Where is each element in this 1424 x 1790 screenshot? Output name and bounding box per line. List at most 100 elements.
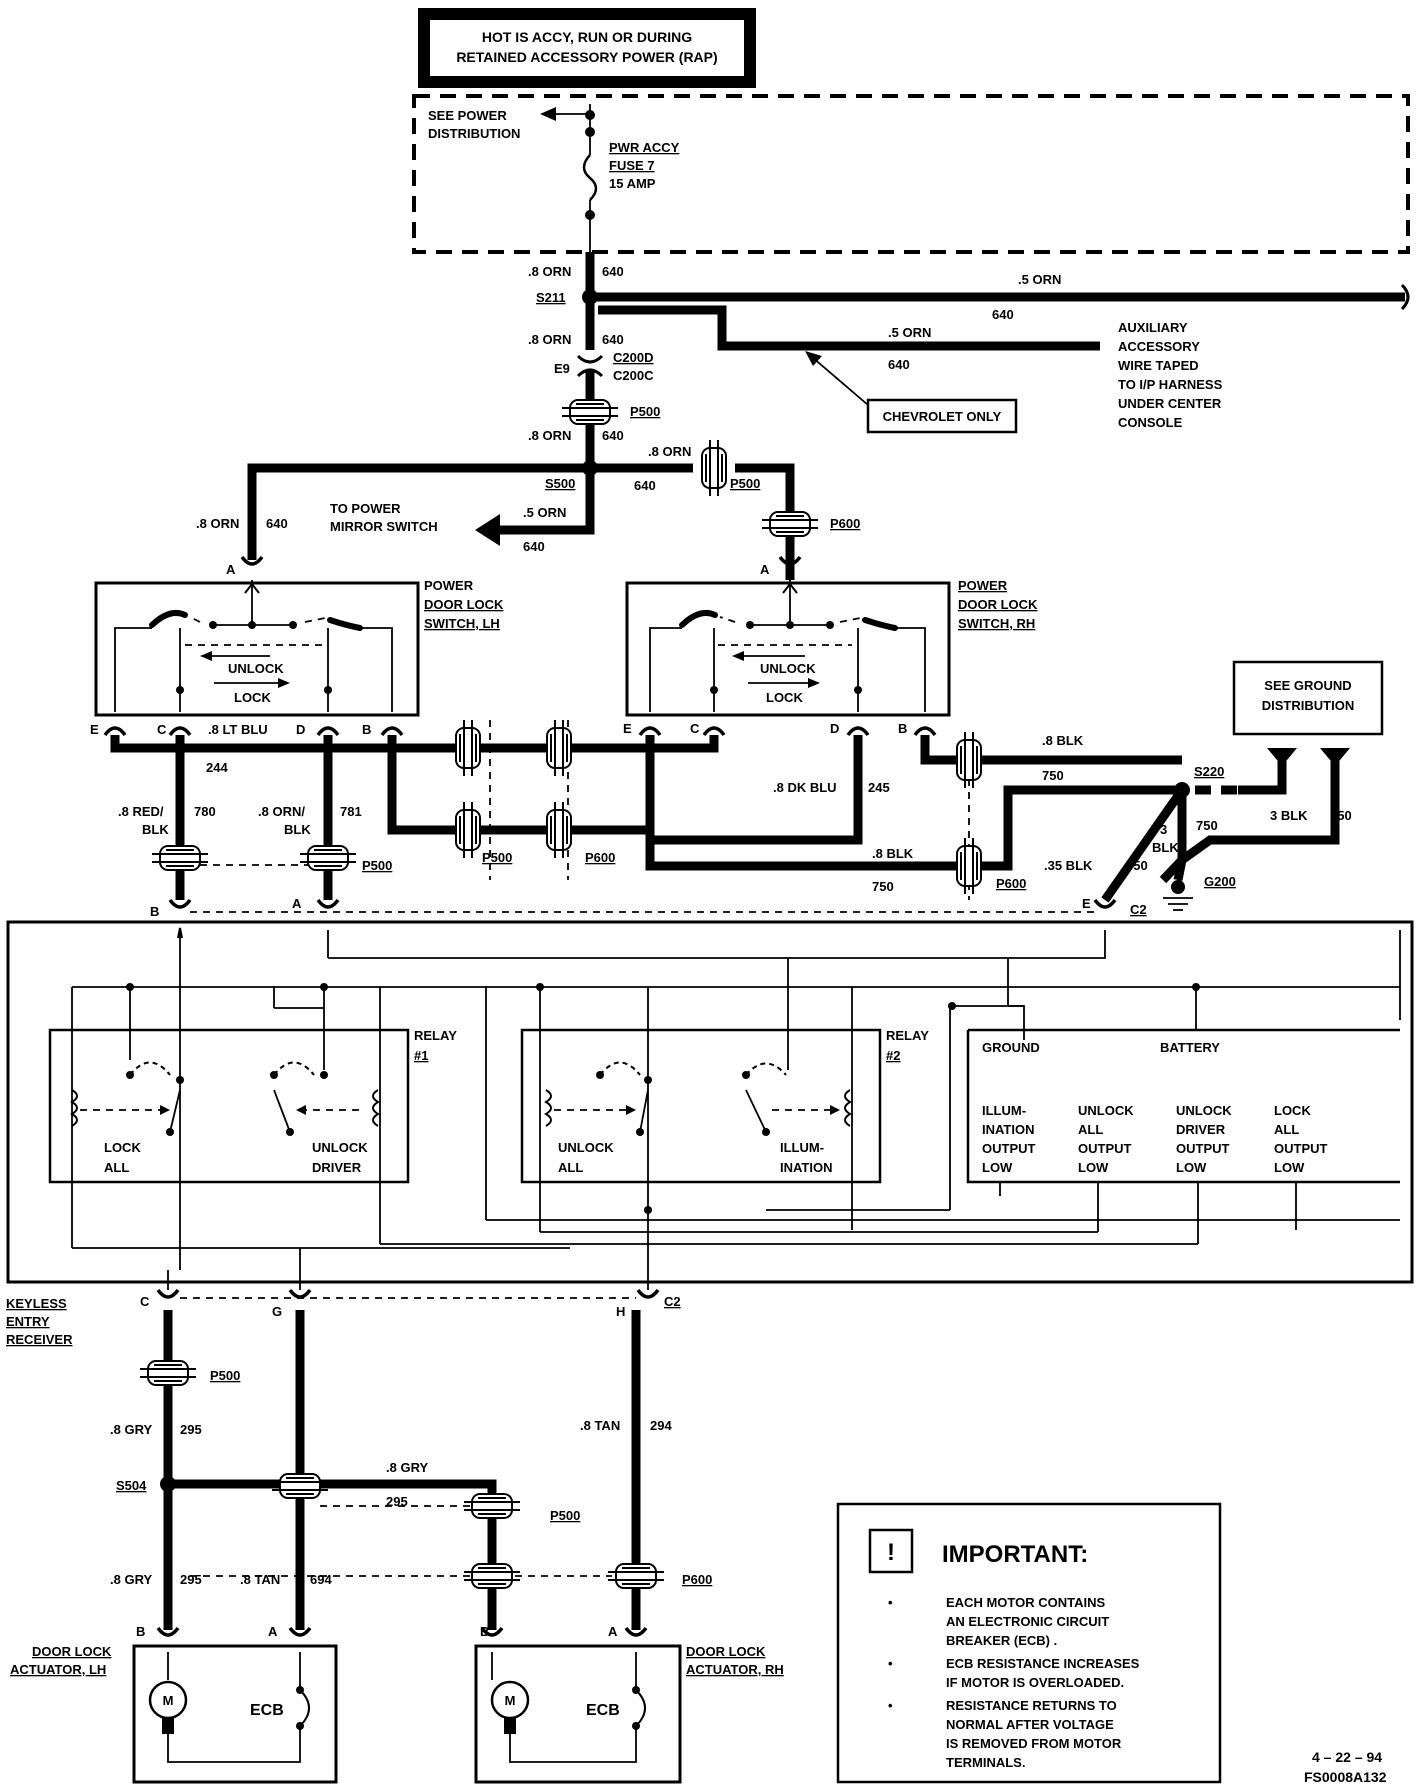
svg-text:C200D: C200D bbox=[613, 350, 653, 365]
svg-text:LOCK: LOCK bbox=[234, 690, 271, 705]
svg-text:TO I/P HARNESS: TO I/P HARNESS bbox=[1118, 377, 1223, 392]
svg-text:G: G bbox=[272, 1304, 282, 1319]
connector-p600-rh-actuator-2 bbox=[607, 1563, 665, 1589]
lower-wire-labels: P500 .8 GRY 295 .8 TAN 294 .8 GRY 295 S5… bbox=[110, 1368, 712, 1587]
svg-text:LOW: LOW bbox=[982, 1160, 1013, 1175]
svg-text:DRIVER: DRIVER bbox=[1176, 1122, 1226, 1137]
svg-text:.8 LT BLU: .8 LT BLU bbox=[208, 722, 268, 737]
ground-section: SEE GROUND DISTRIBUTION bbox=[1159, 660, 1384, 911]
svg-text:OUTPUT: OUTPUT bbox=[1274, 1141, 1328, 1156]
svg-text:.8 ORN: .8 ORN bbox=[528, 332, 571, 347]
svg-text:C2: C2 bbox=[1130, 902, 1147, 917]
svg-text:TO POWER: TO POWER bbox=[330, 501, 401, 516]
svg-text:295: 295 bbox=[180, 1422, 202, 1437]
svg-text:BATTERY: BATTERY bbox=[1160, 1040, 1220, 1055]
svg-text:UNLOCK: UNLOCK bbox=[312, 1140, 368, 1155]
connector-p500-694 bbox=[271, 1473, 329, 1499]
svg-text:A: A bbox=[760, 562, 770, 577]
svg-text:NORMAL AFTER VOLTAGE: NORMAL AFTER VOLTAGE bbox=[946, 1717, 1114, 1732]
svg-text:#2: #2 bbox=[886, 1048, 900, 1063]
svg-text:ECB: ECB bbox=[250, 1702, 284, 1719]
connector-p600-rh-actuator-1 bbox=[463, 1563, 521, 1589]
svg-text:.8 TAN: .8 TAN bbox=[580, 1418, 620, 1433]
svg-text:750: 750 bbox=[1196, 818, 1218, 833]
svg-text:S504: S504 bbox=[116, 1478, 147, 1493]
svg-text:UNLOCK: UNLOCK bbox=[558, 1140, 614, 1155]
svg-text:M: M bbox=[505, 1693, 516, 1708]
connector-p600-ground bbox=[956, 837, 982, 895]
svg-text:P500: P500 bbox=[730, 476, 760, 491]
svg-text:S211: S211 bbox=[536, 290, 566, 305]
svg-text:•: • bbox=[888, 1656, 893, 1671]
svg-text:294: 294 bbox=[650, 1418, 672, 1433]
svg-text:LOW: LOW bbox=[1078, 1160, 1109, 1175]
svg-text:•: • bbox=[888, 1698, 893, 1713]
relay-1: RELAY #1 LOCK ALL UNLOCK DRIVER bbox=[48, 1028, 457, 1184]
svg-text:ILLUM-: ILLUM- bbox=[780, 1140, 824, 1155]
svg-text:INATION: INATION bbox=[780, 1160, 832, 1175]
svg-text:.8 GRY: .8 GRY bbox=[110, 1422, 152, 1437]
footer: 4 – 22 – 94 FS0008A132 bbox=[1304, 1749, 1387, 1785]
svg-text:295: 295 bbox=[180, 1572, 202, 1587]
connector-p500-rh-actuator bbox=[463, 1493, 521, 1519]
fuse-7: PWR ACCY FUSE 7 15 AMP bbox=[582, 104, 680, 252]
svg-text:DRIVER: DRIVER bbox=[312, 1160, 362, 1175]
relay-2: RELAY #2 UNLOCK ALL ILLUM- INATION bbox=[520, 1028, 929, 1184]
svg-text:E: E bbox=[90, 722, 99, 737]
svg-text:780: 780 bbox=[194, 804, 216, 819]
mirror-arrow bbox=[475, 514, 500, 546]
svg-text:P500: P500 bbox=[550, 1508, 580, 1523]
svg-text:CONSOLE: CONSOLE bbox=[1118, 415, 1183, 430]
svg-text:ECB RESISTANCE INCREASES: ECB RESISTANCE INCREASES bbox=[946, 1656, 1140, 1671]
svg-text:IS REMOVED FROM MOTOR: IS REMOVED FROM MOTOR bbox=[946, 1736, 1122, 1751]
svg-text:C: C bbox=[140, 1294, 150, 1309]
svg-text:ACTUATOR, LH: ACTUATOR, LH bbox=[10, 1662, 106, 1677]
connector-p500-780 bbox=[151, 845, 209, 871]
svg-text:640: 640 bbox=[266, 516, 288, 531]
svg-text:LOCK: LOCK bbox=[766, 690, 803, 705]
svg-text:295: 295 bbox=[386, 1494, 408, 1509]
svg-text:DOOR LOCK: DOOR LOCK bbox=[424, 597, 504, 612]
switch-interconnect-wires bbox=[110, 720, 1186, 913]
svg-text:3 BLK: 3 BLK bbox=[1270, 808, 1308, 823]
svg-text:#1: #1 bbox=[414, 1048, 428, 1063]
header-line-1: HOT IS ACCY, RUN OR DURING bbox=[482, 29, 692, 45]
svg-text:P500: P500 bbox=[482, 850, 512, 865]
svg-text:G200: G200 bbox=[1204, 874, 1236, 889]
svg-text:P600: P600 bbox=[585, 850, 615, 865]
svg-text:RELAY: RELAY bbox=[414, 1028, 457, 1043]
door-lock-actuator-lh: DOOR LOCK ACTUATOR, LH M ECB bbox=[10, 1644, 338, 1784]
svg-text:DISTRIBUTION: DISTRIBUTION bbox=[428, 126, 520, 141]
svg-text:ENTRY: ENTRY bbox=[6, 1314, 50, 1329]
svg-text:A: A bbox=[226, 562, 236, 577]
svg-text:EACH MOTOR CONTAINS: EACH MOTOR CONTAINS bbox=[946, 1595, 1105, 1610]
svg-text:RELAY: RELAY bbox=[886, 1028, 929, 1043]
svg-text:.8 BLK: .8 BLK bbox=[872, 846, 914, 861]
splice-s211 bbox=[582, 289, 598, 305]
switch-pins: E C D B E C D B bbox=[90, 721, 937, 737]
svg-text:ALL: ALL bbox=[1078, 1122, 1103, 1137]
important-title: IMPORTANT: bbox=[942, 1541, 1088, 1568]
svg-text:ALL: ALL bbox=[1274, 1122, 1299, 1137]
receiver-lower-pins: C G H C2 bbox=[140, 1270, 681, 1319]
svg-text:.8 ORN: .8 ORN bbox=[528, 428, 571, 443]
fuse-label-3: 15 AMP bbox=[609, 176, 656, 191]
svg-text:640: 640 bbox=[602, 264, 624, 279]
svg-text:3: 3 bbox=[1160, 822, 1167, 837]
feed-labels: .8 ORN 640 S211 .5 ORN 640 .5 ORN 640 .8… bbox=[196, 264, 1061, 554]
svg-text:OUTPUT: OUTPUT bbox=[982, 1141, 1036, 1156]
svg-text:.8 GRY: .8 GRY bbox=[110, 1572, 152, 1587]
chevrolet-only-callout: CHEVROLET ONLY bbox=[805, 351, 1018, 434]
receiver-upper-pins: B A E bbox=[150, 896, 1117, 919]
svg-text:LOCK: LOCK bbox=[104, 1140, 141, 1155]
fuse-label-1: PWR ACCY bbox=[609, 140, 680, 155]
fuse-label-2: FUSE 7 bbox=[609, 158, 655, 173]
svg-text:KEYLESS: KEYLESS bbox=[6, 1296, 67, 1311]
keyless-entry-receiver-label: KEYLESS ENTRY RECEIVER bbox=[6, 1296, 73, 1347]
connector-p500-rh-feed bbox=[701, 439, 727, 497]
connector-p500-mid bbox=[455, 801, 481, 859]
svg-text:AN ELECTRONIC CIRCUIT: AN ELECTRONIC CIRCUIT bbox=[946, 1614, 1109, 1629]
svg-text:P600: P600 bbox=[996, 876, 1026, 891]
svg-text:750: 750 bbox=[1126, 858, 1148, 873]
svg-text:UNLOCK: UNLOCK bbox=[1078, 1103, 1134, 1118]
